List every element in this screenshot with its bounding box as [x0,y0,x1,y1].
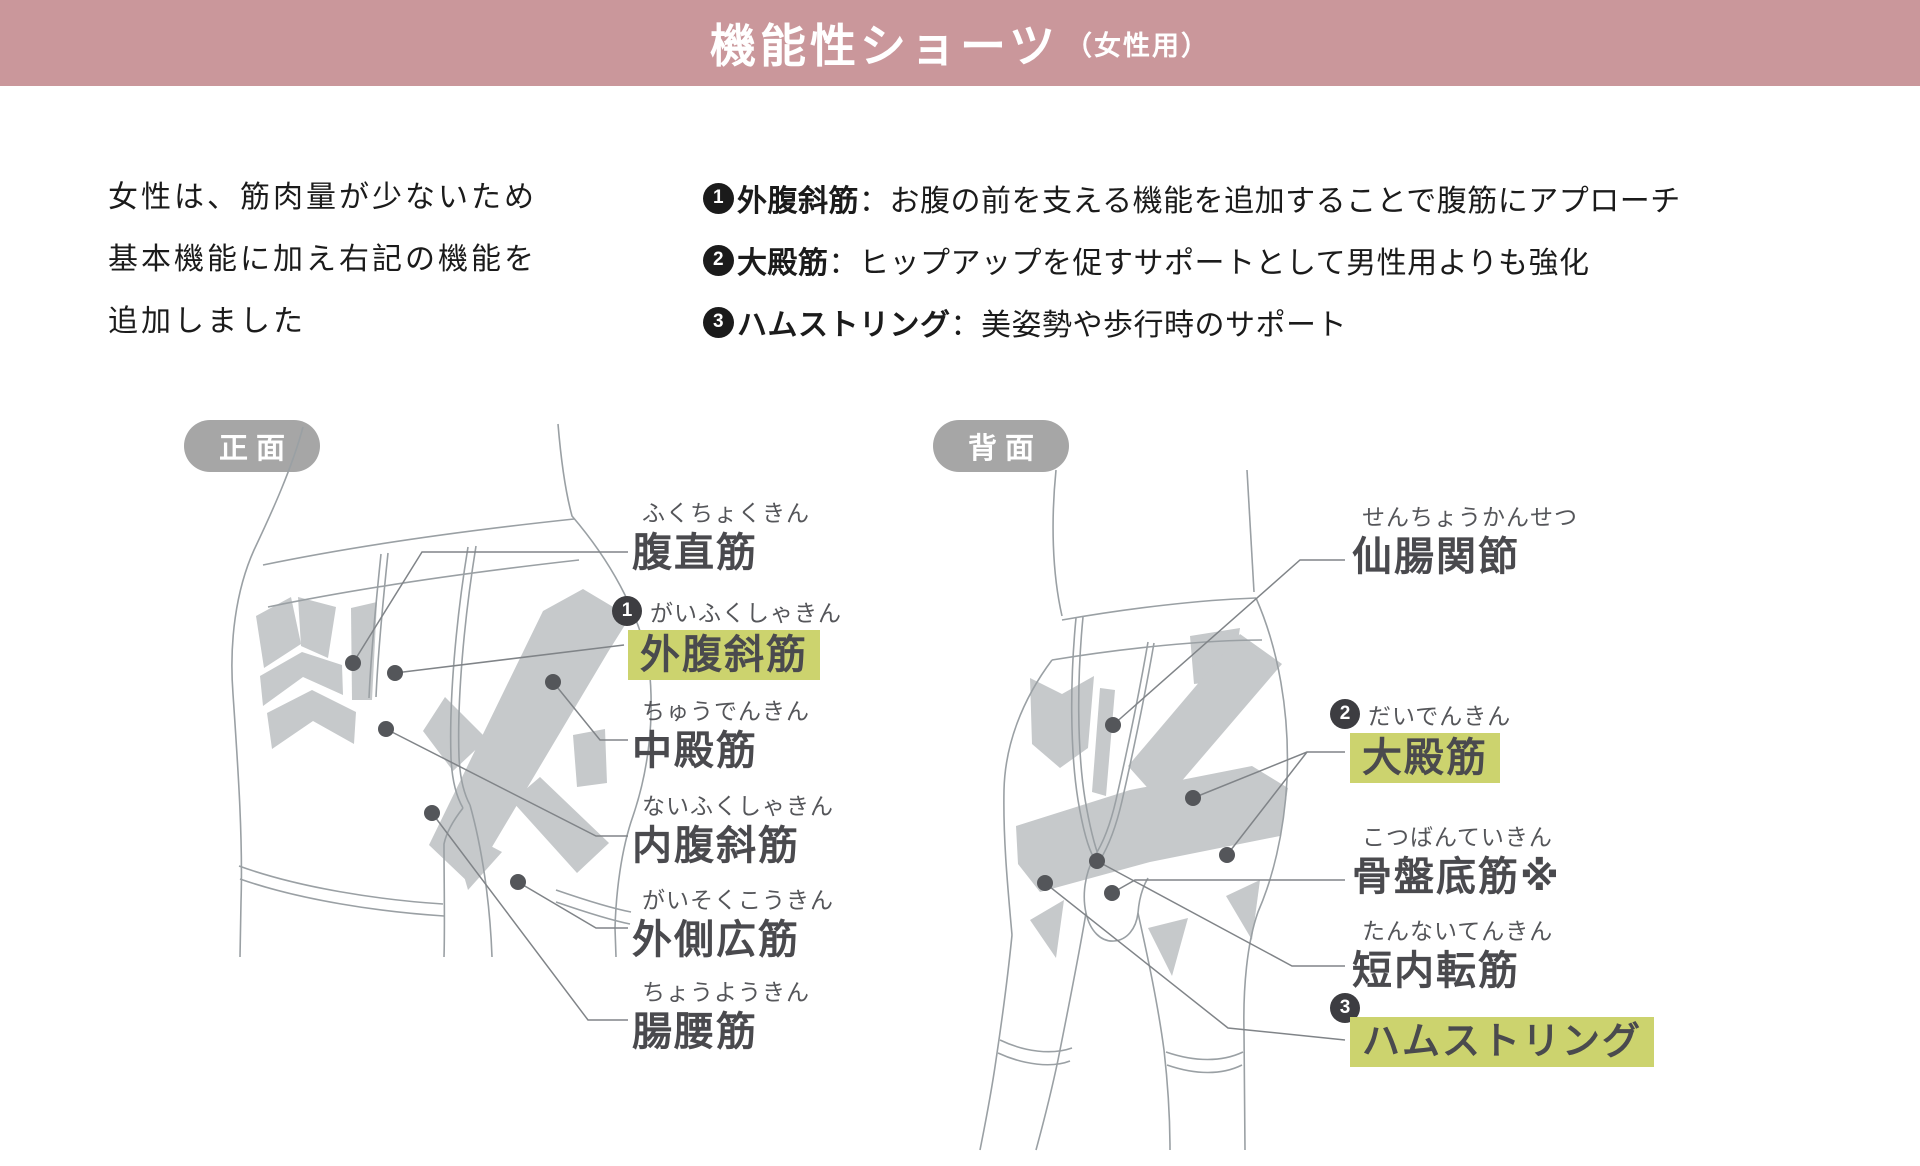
furigana-sacroiliac-joint: せんちょうかんせつ [1362,504,1578,530]
muscle-name-rectus-abdominis: 腹直筋 [632,531,758,575]
muscle-name-gluteus-maximus: 大殿筋 [1350,733,1500,783]
furigana-pelvic-floor: こつばんていきん [1362,824,1553,850]
number-badge-1: 1 [612,596,642,626]
feature-number-2-badge: 2 [703,244,734,276]
furigana-vastus-lateralis: がいそくこうきん [642,887,834,913]
feature-name-2: 大殿筋 [737,247,829,280]
muscle-name-sacroiliac-joint: 仙腸関節 [1352,535,1520,579]
feature-list: 1 外腹斜筋 ：お腹の前を支える機能を追加することで腹筋にアプローチ 2 大殿筋… [703,167,1681,353]
page-title: 機能性ショーツ [709,20,1060,72]
intro-line-2: 基本機能に加え右記の機能を [108,243,537,276]
furigana-internal-oblique: ないふくしゃきん [642,793,834,819]
feature-number-3-badge: 3 [703,306,734,338]
muscle-name-pelvic-floor: 骨盤底筋※ [1352,855,1561,899]
furigana-adductor-brevis: たんないてんきん [1362,918,1554,944]
front-figure-outline [231,423,652,958]
muscle-name-internal-oblique: 内腹斜筋 [632,824,800,868]
muscle-name-iliopsoas: 腸腰筋 [632,1010,758,1054]
feature-item-3: 3 ハムストリング ：美姿勢や歩行時のサポート [703,291,1681,353]
muscle-name-gluteus-medius: 中殿筋 [632,729,758,773]
front-view-badge: 正面 [184,420,320,472]
label-rectus-abdominis: ふくちょくきん 腹直筋 [632,494,810,575]
feature-desc-1: ：お腹の前を支える機能を追加することで腹筋にアプローチ [859,185,1681,218]
intro-line-1: 女性は、筋肉量が少ないため [108,181,537,214]
muscle-name-hamstring: ハムストリング [1350,1017,1655,1067]
number-badge-2: 2 [1330,699,1360,729]
muscle-name-adductor-brevis: 短内転筋 [1352,949,1520,993]
furigana-external-oblique: がいふくしゃきん [650,600,842,626]
back-view-badge: 背面 [933,420,1069,472]
front-support-bands [256,589,630,890]
back-support-bands [1016,628,1288,976]
label-sacroiliac-joint: せんちょうかんせつ 仙腸関節 [1352,498,1578,579]
label-iliopsoas: ちょうようきん 腸腰筋 [632,973,810,1054]
feature-number-1-badge: 1 [703,182,734,214]
header-banner: 機能性ショーツ （女性用） [0,0,1920,86]
muscle-name-external-oblique: 外腹斜筋 [628,630,820,680]
muscle-name-vastus-lateralis: 外側広筋 [632,918,800,962]
label-vastus-lateralis: がいそくこうきん 外側広筋 [632,881,834,962]
label-gluteus-medius: ちゅうでんきん 中殿筋 [632,692,810,773]
label-adductor-brevis: たんないてんきん 短内転筋 [1352,912,1553,993]
intro-line-3: 追加しました [108,305,306,338]
furigana-gluteus-medius: ちゅうでんきん [642,698,810,724]
back-figure-outline [979,469,1289,1151]
feature-desc-2: ：ヒップアップを促すサポートとして男性用よりも強化 [828,247,1590,280]
intro-paragraph: 女性は、筋肉量が少ないため 基本機能に加え右記の機能を 追加しました [108,167,537,353]
page-subtitle: （女性用） [1065,30,1211,61]
feature-desc-3: ：美姿勢や歩行時のサポート [950,309,1347,342]
label-hamstring: 3 ハムストリング [1330,993,1655,1067]
feature-name-3: ハムストリング [737,309,951,342]
label-gluteus-maximus: 2 だいでんきん 大殿筋 [1330,697,1511,783]
furigana-iliopsoas: ちょうようきん [642,979,810,1005]
furigana-rectus-abdominis: ふくちょくきん [642,500,810,526]
label-external-oblique: 1 がいふくしゃきん 外腹斜筋 [612,594,842,680]
feature-item-2: 2 大殿筋 ：ヒップアップを促すサポートとして男性用よりも強化 [703,229,1681,291]
feature-item-1: 1 外腹斜筋 ：お腹の前を支える機能を追加することで腹筋にアプローチ [703,167,1681,229]
feature-name-1: 外腹斜筋 [737,185,859,218]
furigana-gluteus-maximus: だいでんきん [1368,703,1512,729]
leader-lines [352,551,1346,1041]
label-internal-oblique: ないふくしゃきん 内腹斜筋 [632,787,834,868]
label-pelvic-floor: こつばんていきん 骨盤底筋※ [1352,818,1561,899]
